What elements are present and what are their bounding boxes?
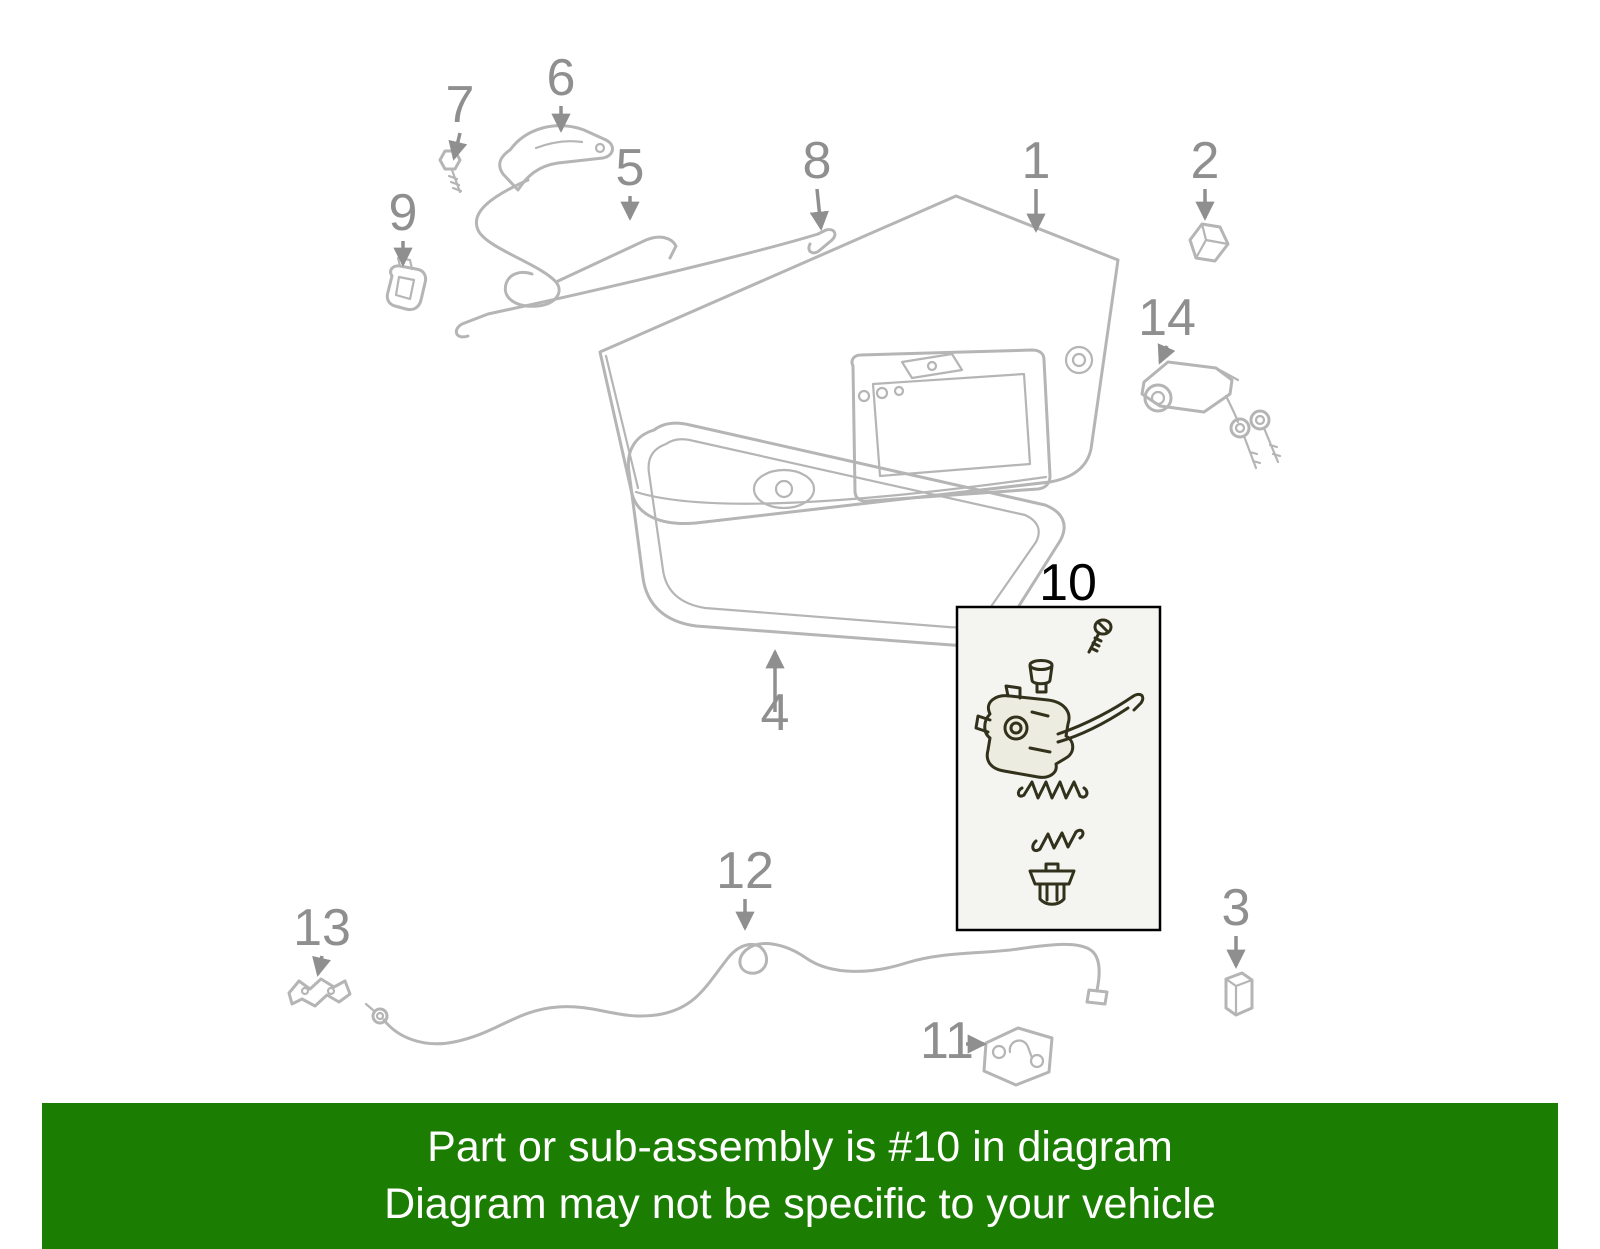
stopper-block-drawing: [1224, 971, 1254, 1017]
part-label-6: 6: [547, 49, 576, 107]
trunk-lid-drawing: [598, 194, 1120, 526]
part-number-labels: 6 7 5 8 1 2 9 14 4 10 12 13 11 3: [293, 49, 1250, 1070]
part-label-10: 10: [1039, 554, 1097, 612]
hinge-bracket-drawing: [287, 977, 352, 1008]
footer-banner: Part or sub-assembly is #10 in diagram D…: [42, 1103, 1558, 1249]
part-label-5: 5: [616, 139, 645, 197]
part-label-1: 1: [1022, 132, 1051, 190]
lock-clip-drawing: [1028, 862, 1076, 906]
lock-grommet-drawing: [1028, 659, 1054, 694]
part-label-13: 13: [293, 899, 351, 957]
torsion-bar-right-drawing: [454, 228, 837, 339]
lock-body-drawing: [974, 684, 1145, 779]
part-label-9: 9: [389, 184, 418, 242]
hinge-arm-drawing: [498, 124, 614, 192]
part-label-12: 12: [716, 842, 774, 900]
banner-line-2: Diagram may not be specific to your vehi…: [384, 1180, 1216, 1228]
part-label-3: 3: [1222, 879, 1251, 937]
part-label-8: 8: [803, 132, 832, 190]
part-label-11: 11: [920, 1012, 974, 1070]
lock-spring-1-drawing: [1016, 780, 1089, 800]
lock-cylinder-keys-drawing: [1140, 360, 1282, 470]
part-label-4: 4: [761, 684, 790, 742]
highlight-box: [955, 605, 1162, 932]
striker-drawing: [982, 1026, 1054, 1087]
highlighted-lock-assembly: [955, 605, 1162, 932]
lock-spring-2-drawing: [1031, 828, 1085, 853]
part-label-14: 14: [1138, 289, 1196, 347]
release-cable-drawing: [364, 942, 1109, 1046]
banner-line-1: Part or sub-assembly is #10 in diagram: [427, 1123, 1173, 1172]
bolt-drawing: [438, 149, 463, 194]
torsion-bar-left-drawing: [474, 178, 678, 308]
part-label-2: 2: [1191, 132, 1220, 190]
part-label-7: 7: [446, 76, 475, 134]
cushion-drawing: [1188, 222, 1230, 263]
leader-arrows: [312, 106, 1246, 1054]
lock-screw-drawing: [1087, 618, 1113, 654]
clamp-drawing: [385, 256, 428, 312]
